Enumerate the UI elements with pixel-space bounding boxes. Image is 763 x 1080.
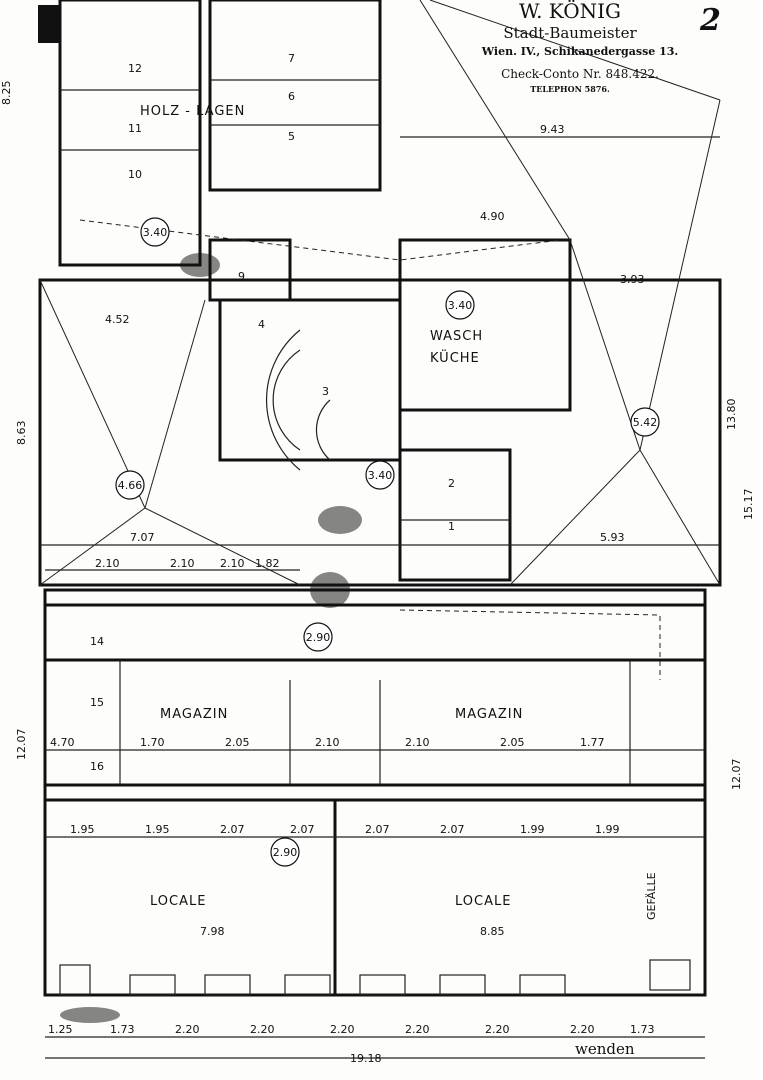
height-label: 5.42 [633, 416, 658, 429]
corner-stair-block [38, 5, 60, 43]
room-number: 7 [288, 52, 295, 65]
stamp-address: Wien. IV., Schikanedergasse 13. [481, 45, 678, 58]
room-magazin-right: MAGAZIN [455, 707, 523, 722]
dimension: 1.95 [145, 823, 170, 836]
height-label: 3.40 [448, 299, 473, 312]
dimension: 2.20 [570, 1023, 595, 1036]
dimension: 8.63 [15, 421, 28, 446]
dimension: 9.43 [540, 123, 565, 136]
dimension: 2.10 [405, 736, 430, 749]
scan-noise [38, 5, 362, 1023]
room-number: 14 [90, 635, 104, 648]
height-label: 2.90 [306, 631, 331, 644]
architect-stamp: W. KÖNIG Stadt-Baumeister Wien. IV., Sch… [481, 0, 721, 94]
dimension: 2.07 [290, 823, 315, 836]
dimension: 2.07 [365, 823, 390, 836]
dimension: 12.07 [15, 729, 28, 761]
height-label: 4.66 [118, 479, 143, 492]
room-number: 11 [128, 122, 142, 135]
room-number: 1 [448, 520, 455, 533]
stamp-account: Check-Conto Nr. 848.422. [501, 67, 659, 81]
dimension: 4.90 [480, 210, 505, 223]
walls [38, 0, 722, 997]
dimension: 2.07 [440, 823, 465, 836]
stamp-name: W. KÖNIG [519, 0, 621, 23]
dimension: 2.10 [315, 736, 340, 749]
dimension: 1.70 [140, 736, 165, 749]
dimension: 4.70 [50, 736, 75, 749]
dimension: 5.93 [600, 531, 625, 544]
dimension: 8.25 [0, 81, 13, 106]
dimension: 15.17 [742, 489, 755, 521]
note-wenden: wenden [575, 1040, 635, 1058]
dimension: 2.20 [175, 1023, 200, 1036]
height-markers: 3.40 3.40 4.66 5.42 3.40 2.90 2.90 [115, 217, 660, 867]
room-locale-right: LOCALE [455, 894, 511, 909]
room-number: 6 [288, 90, 295, 103]
dimension: 19.18 [350, 1052, 382, 1065]
sheet-number: 2 [699, 3, 721, 38]
dimension: 2.20 [405, 1023, 430, 1036]
room-number: 4 [258, 318, 265, 331]
dimension: 7.98 [200, 925, 225, 938]
dimension: 12.07 [730, 759, 743, 791]
dimension-labels: 9.43 4.90 3.93 4.52 7.07 5.93 8.25 8.63 … [0, 81, 755, 1066]
room-holz-lagen: HOLZ - LAGEN [140, 104, 245, 119]
dimension: 13.80 [725, 399, 738, 431]
dimension: 2.10 [220, 557, 245, 570]
room-number: 5 [288, 130, 295, 143]
notes: wenden GEFÄLLE [575, 872, 658, 1058]
dimension: 2.10 [170, 557, 195, 570]
dimension: 8.85 [480, 925, 505, 938]
dimension: 1.25 [48, 1023, 73, 1036]
yard-slope-lines [39, 0, 721, 586]
room-wasch: WASCH [430, 329, 483, 344]
note-gefalle: GEFÄLLE [645, 872, 658, 920]
dimension: 2.20 [485, 1023, 510, 1036]
room-number: 16 [90, 760, 104, 773]
room-number: 12 [128, 62, 142, 75]
dimension: 3.93 [620, 273, 645, 286]
room-number: 2 [448, 477, 455, 490]
height-label: 3.40 [368, 469, 393, 482]
dimension: 2.05 [500, 736, 525, 749]
room-labels: HOLZ - LAGEN WASCH KÜCHE MAGAZIN MAGAZIN… [90, 52, 523, 909]
drain-lines [79, 219, 661, 680]
stamp-title: Stadt-Baumeister [503, 24, 637, 42]
dimension: 2.07 [220, 823, 245, 836]
room-number: 15 [90, 696, 104, 709]
dimension: 1.99 [595, 823, 620, 836]
dimension: 2.20 [250, 1023, 275, 1036]
room-number: 9 [238, 270, 245, 283]
dimension: 1.95 [70, 823, 95, 836]
dimension: 4.52 [105, 313, 130, 326]
height-label: 3.40 [143, 226, 168, 239]
stamp-phone: TELEPHON 5876. [530, 84, 610, 94]
dimension: 2.20 [330, 1023, 355, 1036]
room-kuche: KÜCHE [430, 349, 480, 366]
room-number: 3 [322, 385, 329, 398]
dimension: 2.10 [95, 557, 120, 570]
dimension: 1.82 [255, 557, 280, 570]
room-locale-left: LOCALE [150, 894, 206, 909]
dimension: 1.73 [110, 1023, 135, 1036]
dimension: 2.05 [225, 736, 250, 749]
room-magazin-left: MAGAZIN [160, 707, 228, 722]
window-bays [59, 959, 691, 996]
room-number: 10 [128, 168, 142, 181]
height-label: 2.90 [273, 846, 298, 859]
dimension: 7.07 [130, 531, 155, 544]
dimension: 1.99 [520, 823, 545, 836]
dimension: 1.73 [630, 1023, 655, 1036]
dimension: 1.77 [580, 736, 605, 749]
